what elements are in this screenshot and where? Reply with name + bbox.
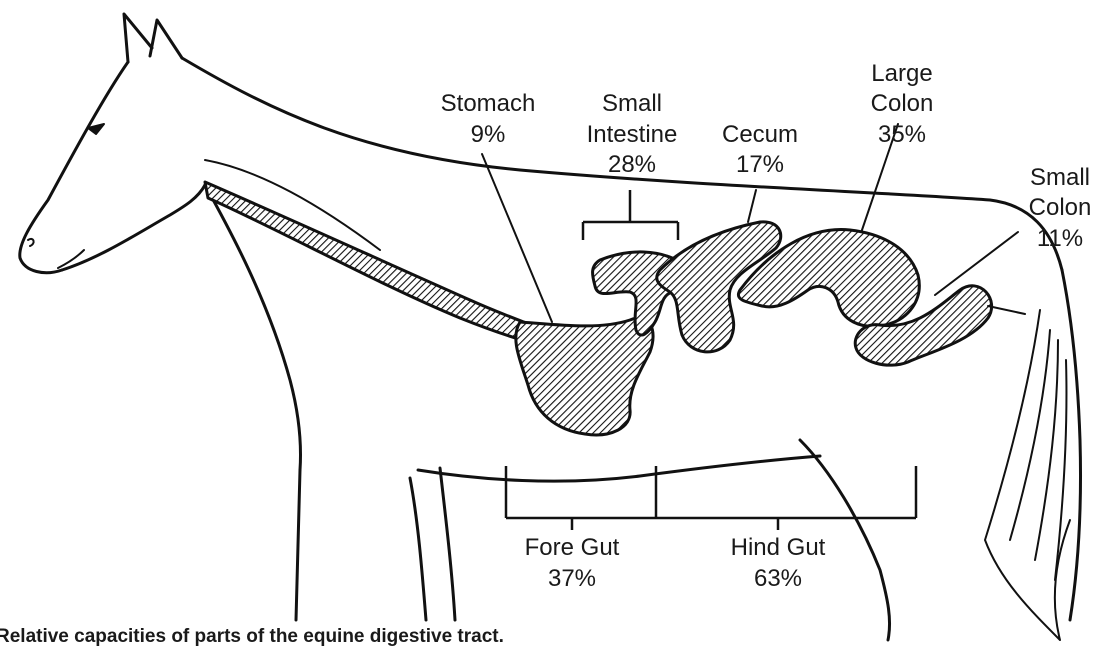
hind-gut-percent: 63% (754, 565, 802, 592)
cecum-percent: 17% (736, 151, 784, 178)
stomach-percent: 9% (471, 121, 506, 148)
large-colon-label-line2: Colon (871, 90, 934, 117)
small-intestine-label-line1: Small (602, 90, 662, 117)
rectum-line (988, 306, 1025, 314)
stomach-label: Stomach (441, 90, 536, 117)
cecum-label: Cecum (722, 121, 798, 148)
stomach-organ (516, 318, 653, 435)
small-colon-label-line2: Colon (1029, 194, 1092, 221)
large-colon-percent: 35% (878, 121, 926, 148)
fore-gut-label: Fore Gut (525, 534, 620, 561)
figure-caption: Relative capacities of parts of the equi… (0, 626, 504, 648)
large-colon-label-line1: Large (871, 60, 932, 87)
small-colon-label-line1: Small (1030, 164, 1090, 191)
small-intestine-label-line2: Intestine (587, 121, 678, 148)
hind-gut-label: Hind Gut (731, 534, 826, 561)
gut-brackets (506, 466, 916, 530)
small-intestine-bracket (583, 190, 678, 240)
esophagus (205, 182, 545, 345)
small-colon-percent: 11% (1037, 225, 1083, 252)
fore-gut-percent: 37% (548, 565, 596, 592)
small-intestine-percent: 28% (608, 151, 656, 178)
